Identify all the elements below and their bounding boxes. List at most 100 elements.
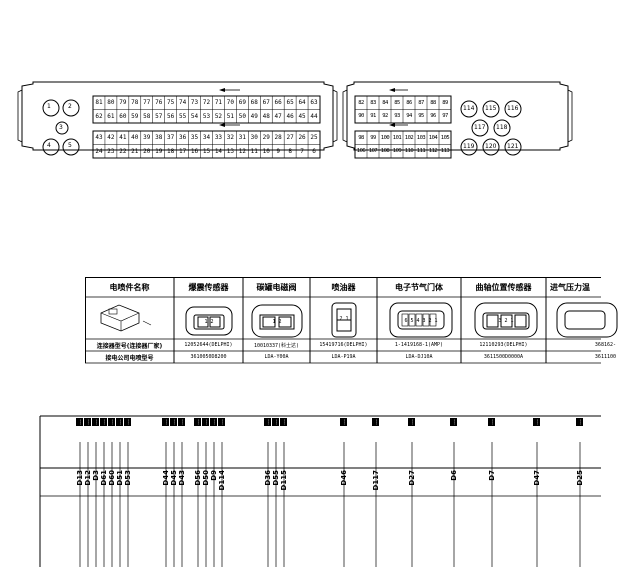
pin-8: 8 — [288, 147, 292, 155]
pin-18: 18 — [167, 147, 175, 155]
pin-46: 46 — [286, 112, 294, 120]
pin-circle-120: 120 — [485, 143, 497, 150]
wire-label-d61: … — [100, 418, 107, 426]
pin-45: 45 — [298, 112, 306, 120]
pin-12: 12 — [238, 147, 246, 155]
icon-label-knock: 1 2 — [204, 319, 214, 325]
pin-circle-5: 5 — [68, 142, 72, 149]
pin-44: 44 — [310, 112, 318, 120]
wire-label-d12: … — [84, 418, 91, 426]
wire-label-d117: … — [372, 418, 379, 426]
ecu-model-canister: LDA-Y00A — [264, 354, 289, 360]
pin-36: 36 — [178, 134, 187, 142]
ecu-model-intake: 3611100 — [594, 354, 616, 360]
knock-sensor-connector-icon — [185, 306, 233, 336]
pin-93: 93 — [394, 113, 400, 120]
connector-spec-table: 电喷件名称 爆震传感器 碳罐电磁阀 喷油器 电子节气门体 曲轴位置传感器 进气压… — [85, 277, 618, 381]
pin-label-d7: D7 — [488, 470, 496, 481]
wire-label-d53: … — [124, 418, 131, 426]
wire-label-d46: … — [340, 418, 347, 426]
pin-80: 80 — [107, 99, 115, 107]
pin-86: 86 — [406, 99, 412, 106]
table-header-throttle: 电子节气门体 — [395, 282, 443, 292]
pin-70: 70 — [226, 99, 234, 107]
pin-label-d45: D45 — [170, 470, 178, 486]
wire-label-d7: … — [488, 418, 495, 426]
pin-14: 14 — [214, 147, 223, 155]
pin-29: 29 — [262, 134, 270, 142]
icon-label-injector: 2 1 — [339, 316, 349, 322]
pin-label-d44: D44 — [162, 470, 170, 486]
generic-connector-icon — [100, 304, 152, 332]
pin-63: 63 — [310, 99, 318, 107]
connector-model-intake: 368162- — [594, 342, 616, 348]
pin-109: 109 — [392, 148, 402, 155]
pin-75: 75 — [167, 99, 175, 107]
pin-56: 56 — [167, 112, 175, 120]
wire-label-d3: … — [92, 418, 99, 426]
pin-label-d47: D47 — [533, 470, 541, 486]
pin-74: 74 — [178, 99, 187, 107]
wire-label-d6: … — [450, 418, 457, 426]
wiring-diagram: …D13…D12…D3…D61…D60…D51…D53…D44…D45…D43…… — [0, 400, 601, 567]
pin-83: 83 — [370, 99, 376, 106]
pin-9: 9 — [276, 147, 280, 155]
pin-79: 79 — [119, 99, 127, 107]
wire-label-d9: … — [210, 418, 217, 426]
pin-circle-2: 2 — [68, 103, 72, 110]
pin-21: 21 — [131, 147, 139, 155]
pin-39: 39 — [143, 134, 151, 142]
injector-connector-icon — [331, 302, 357, 338]
pin-111: 111 — [416, 148, 426, 155]
pin-38: 38 — [155, 134, 163, 142]
wire-label-d56: … — [194, 418, 201, 426]
pin-69: 69 — [238, 99, 246, 107]
pin-31: 31 — [238, 134, 246, 142]
pin-circle-121: 121 — [507, 143, 519, 150]
pin-97: 97 — [442, 113, 448, 120]
connector-model-knock: 12052644(DELPHI) — [184, 342, 233, 348]
wiring-lines — [39, 415, 601, 567]
pin-108: 108 — [380, 148, 390, 155]
pin-48: 48 — [262, 112, 270, 120]
pin-57: 57 — [155, 112, 163, 120]
wire-label-d13: … — [76, 418, 83, 426]
pin-label-d50: D50 — [202, 470, 210, 486]
wire-label-d44: … — [162, 418, 169, 426]
pin-88: 88 — [430, 99, 436, 106]
pin-circle-118: 118 — [496, 124, 508, 131]
pin-circle-114: 114 — [463, 105, 475, 112]
ecu-model-throttle: LDA-DJ10A — [405, 354, 433, 360]
icon-label-canister: 1 2 — [272, 319, 282, 325]
pin-65: 65 — [286, 99, 294, 107]
pin-label-d27: D27 — [408, 470, 416, 486]
pin-label-d13: D13 — [76, 470, 84, 486]
pin-58: 58 — [143, 112, 151, 120]
pin-52: 52 — [214, 112, 223, 120]
pin-89: 89 — [442, 99, 448, 106]
table-header-intake: 进气压力温 — [550, 282, 590, 292]
pin-35: 35 — [190, 134, 199, 142]
pin-circle-115: 115 — [485, 105, 497, 112]
pin-51: 51 — [226, 112, 234, 120]
wire-label-d50: … — [202, 418, 209, 426]
pin-34: 34 — [202, 134, 211, 142]
connector-left-outline — [17, 81, 338, 159]
wire-label-d43: … — [178, 418, 185, 426]
pin-102: 102 — [404, 134, 414, 141]
pin-label-d53: D53 — [124, 470, 132, 486]
pin-13: 13 — [226, 147, 234, 155]
pin-label-d61: D61 — [100, 470, 108, 486]
pin-81: 81 — [95, 99, 103, 107]
crank-sensor-connector-icon — [474, 302, 538, 338]
pin-label-d36: D36 — [264, 470, 272, 486]
pin-label-d115: D115 — [280, 470, 288, 491]
pin-10: 10 — [262, 147, 270, 155]
pin-28: 28 — [274, 134, 282, 142]
icon-label-throttle: 6 5 4 3 2 1 — [404, 318, 438, 324]
pin-100: 100 — [380, 134, 390, 141]
pin-33: 33 — [214, 134, 223, 142]
pin-107: 107 — [368, 148, 378, 155]
pin-60: 60 — [119, 112, 127, 120]
pin-30: 30 — [250, 134, 258, 142]
